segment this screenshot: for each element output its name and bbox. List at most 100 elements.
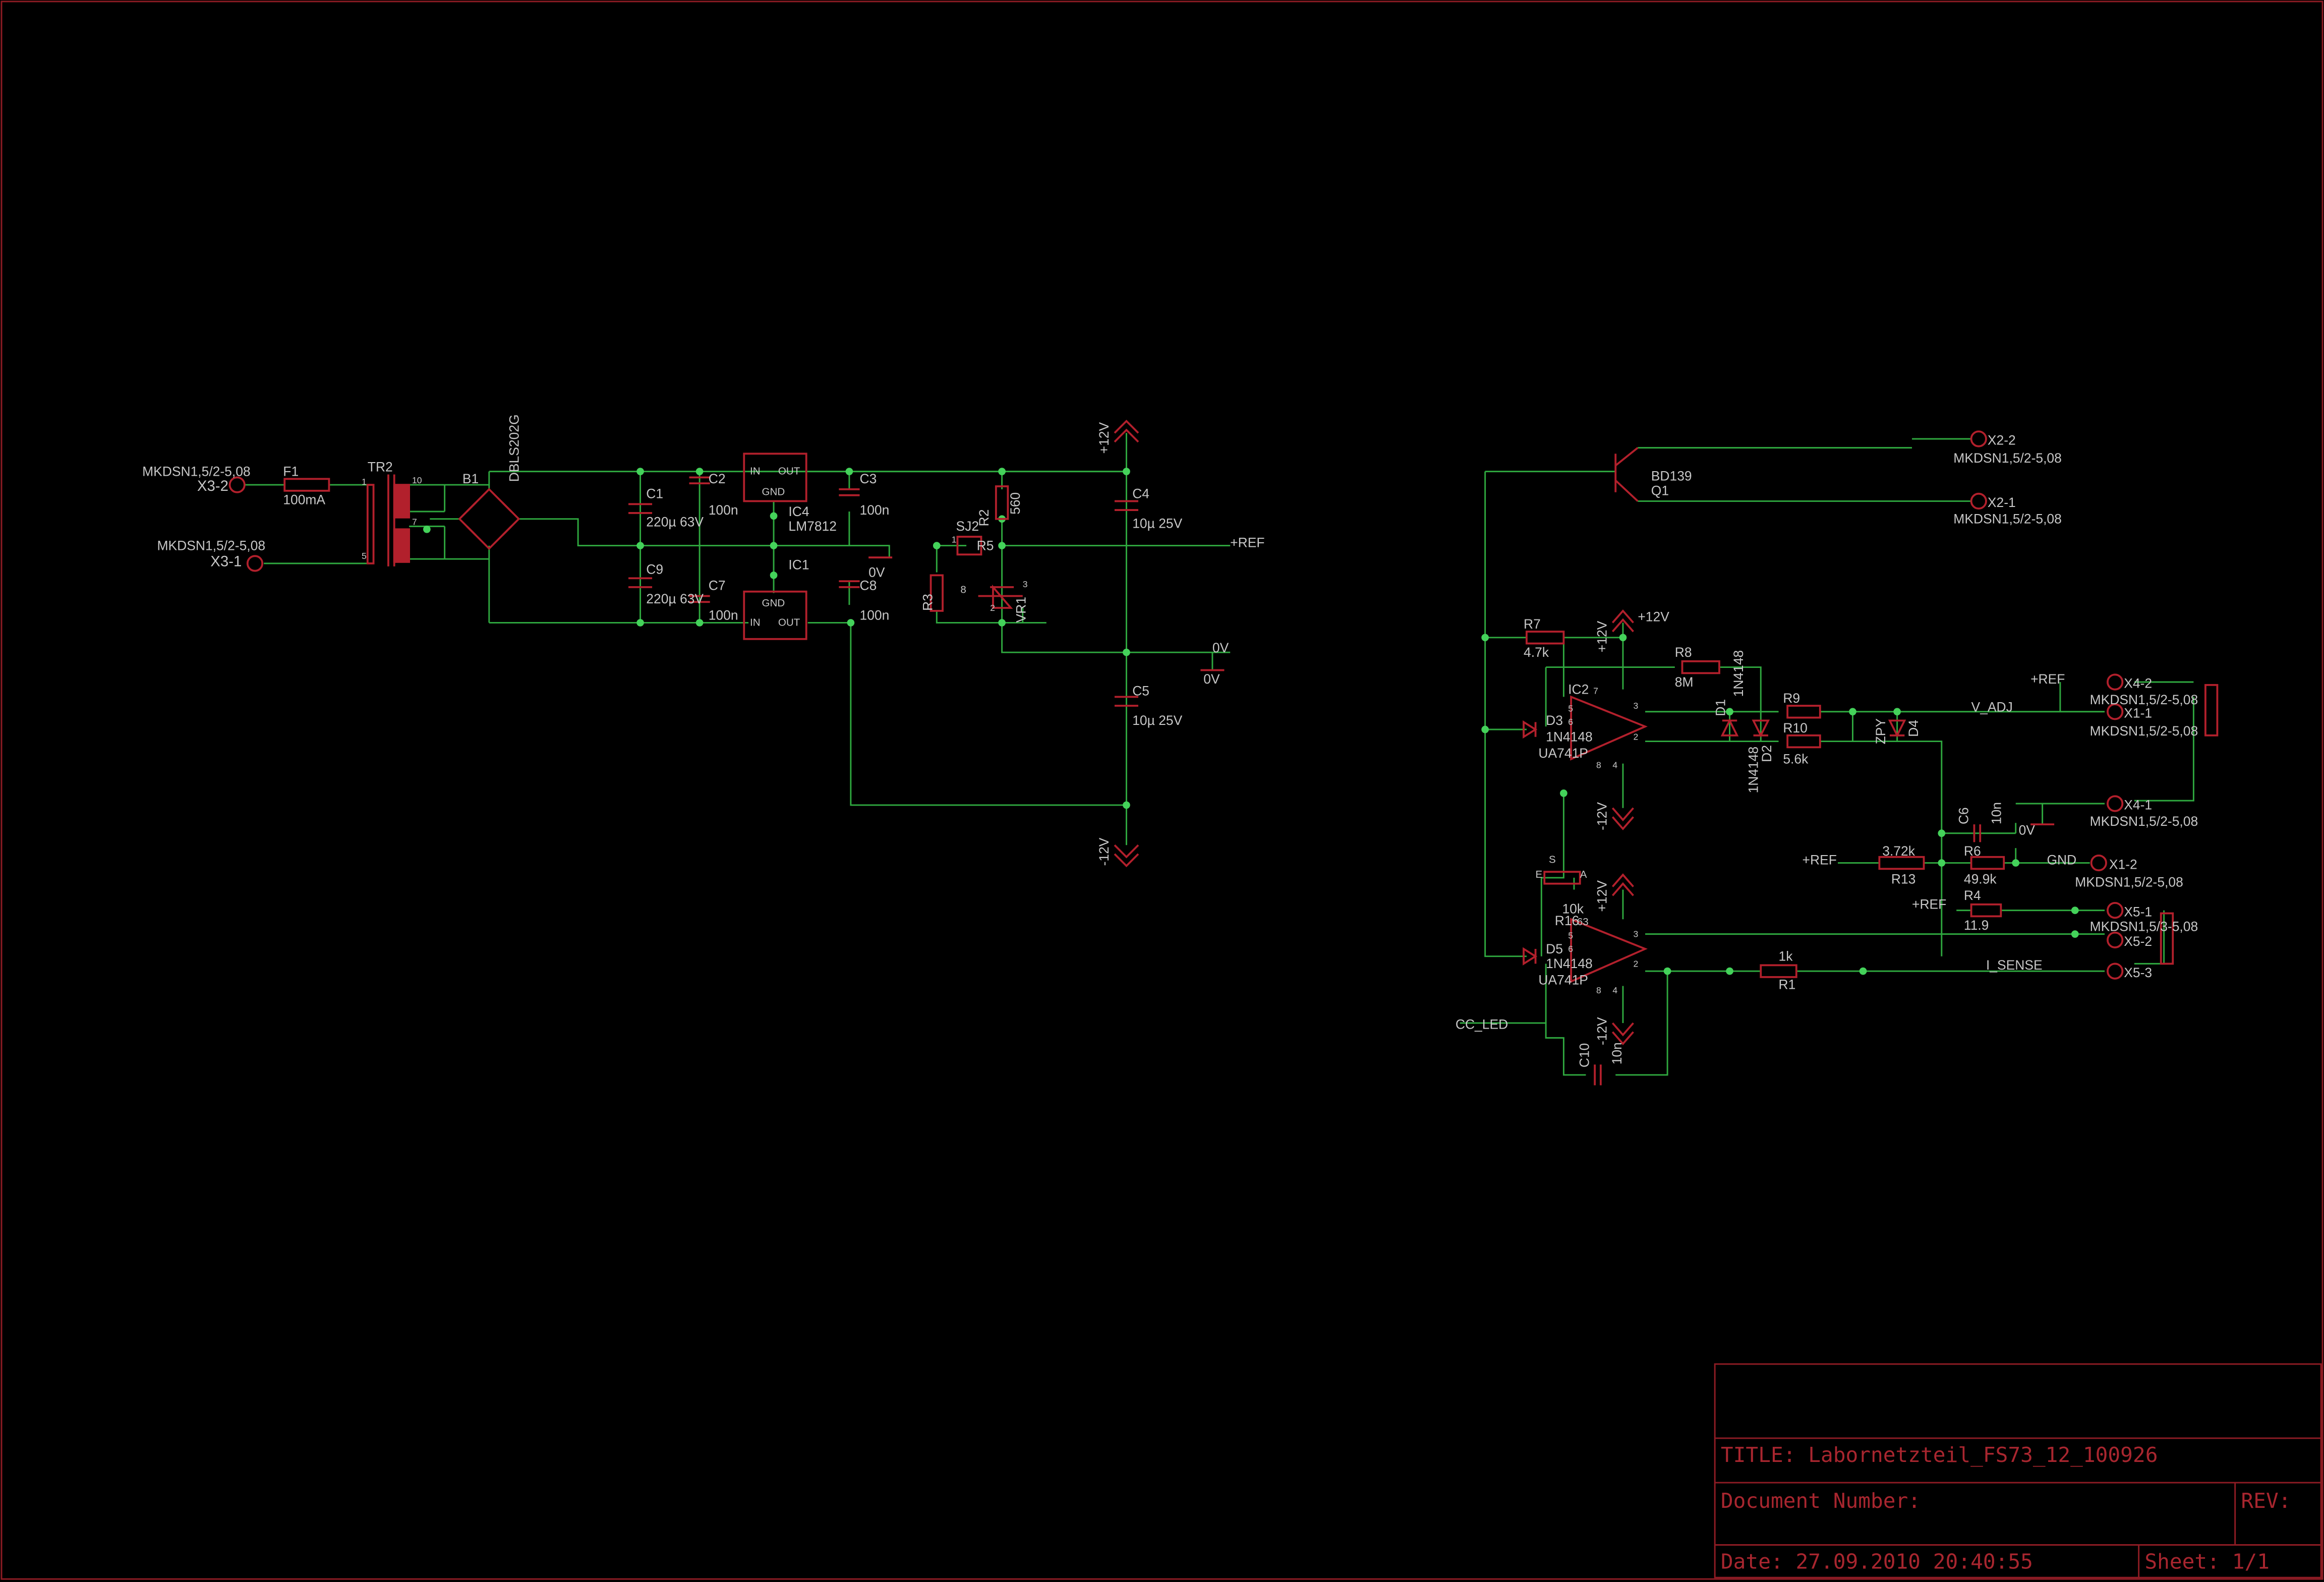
power-section-labels: MKDSN1,5/2-5,08 X3-2 MKDSN1,5/2-5,08 X3-… xyxy=(142,414,1264,866)
r3-label: R3 xyxy=(920,594,935,611)
x4-1-part: MKDSN1,5/2-5,08 xyxy=(2090,814,2198,829)
c10-value: 10n xyxy=(1609,1042,1624,1064)
r13-value: 3.72k xyxy=(1882,843,1915,859)
tr2-label: TR2 xyxy=(368,460,393,475)
zpy-label: ZPY xyxy=(1873,718,1888,745)
c4-value: 10µ 25V xyxy=(1132,516,1182,531)
r1-label: R1 xyxy=(1779,977,1796,992)
ic3-pin2: 2 xyxy=(1634,958,1639,969)
x2-1-part: MKDSN1,5/2-5,08 xyxy=(1953,511,2062,526)
tr2-pin7: 7 xyxy=(412,517,417,527)
r16-s: S xyxy=(1549,854,1556,866)
junctions xyxy=(423,468,2079,975)
control-section-labels: BD139 Q1 X2-2 MKDSN1,5/2-5,08 X2-1 MKDSN… xyxy=(1456,433,2198,1067)
r7-value: 4.7k xyxy=(1524,645,1549,660)
ic1-gnd: GND xyxy=(762,597,785,609)
c4-label: C4 xyxy=(1132,486,1149,501)
ov-label-1: 0V xyxy=(1212,640,1229,655)
c6-label: C6 xyxy=(1956,807,1971,824)
d3-part: 1N4148 xyxy=(1546,729,1593,745)
ref-label-r4: +REF xyxy=(1912,897,1946,912)
d2-label: D2 xyxy=(1759,745,1774,762)
i-sense-label: I_SENSE xyxy=(1986,957,2043,973)
ref-label-r13: +REF xyxy=(1803,852,1837,867)
date-field: Date: 27.09.2010 20:40:55 xyxy=(1721,1550,2033,1574)
x2-2-label: X2-2 xyxy=(1988,433,2016,448)
ic2-pin6: 6 xyxy=(1568,717,1573,727)
r7-label: R7 xyxy=(1524,616,1541,632)
ov-label-2: 0V xyxy=(1203,671,1220,687)
ic2-pin8: 8 xyxy=(1596,760,1601,770)
r10-value: 5.6k xyxy=(1783,752,1809,767)
r16-e: E xyxy=(1536,869,1543,880)
d2-part: 1N4148 xyxy=(1746,747,1761,794)
d5-part: 1N4148 xyxy=(1546,956,1593,971)
ic3-pin3: 3 xyxy=(1634,929,1639,939)
r16-value: 10k xyxy=(1562,901,1584,916)
b1-label: B1 xyxy=(462,471,479,486)
x2-2-part: MKDSN1,5/2-5,08 xyxy=(1953,450,2062,466)
q1-part: BD139 xyxy=(1651,468,1692,483)
ov-label-c6: 0V xyxy=(2019,823,2036,838)
rev-field: REV: xyxy=(2241,1489,2291,1513)
c10-label: C10 xyxy=(1577,1043,1592,1068)
c2-value: 100n xyxy=(709,502,738,518)
x5-1-part: MKDSN1,5/3-5,08 xyxy=(2090,919,2198,934)
x5-3-label: X5-3 xyxy=(2124,965,2152,980)
r2-label: R2 xyxy=(976,510,992,527)
r2-value: 560 xyxy=(1008,492,1023,515)
x1-2-label: X1-2 xyxy=(2109,857,2137,872)
c1-label: C1 xyxy=(646,486,663,501)
c3-value: 100n xyxy=(859,502,889,518)
r1-value: 1k xyxy=(1779,949,1793,964)
ic3-p12v: +12V xyxy=(1595,880,1610,912)
p12v-label: +12V xyxy=(1096,422,1112,454)
v-adj-label: V_ADJ xyxy=(1971,700,2013,715)
ic2-p12v: +12V xyxy=(1638,609,1669,624)
x1-2-part: MKDSN1,5/2-5,08 xyxy=(2075,875,2183,890)
ref-label: +REF xyxy=(1230,535,1264,550)
x2-1-label: X2-1 xyxy=(1988,495,2016,510)
d4-label: D4 xyxy=(1906,720,1921,737)
document-number-field: Document Number: xyxy=(1721,1489,1921,1513)
ic2-pin7: 7 xyxy=(1593,686,1598,696)
x3-1-part: MKDSN1,5/2-5,08 xyxy=(157,538,266,553)
x3-2-label: X3-2 xyxy=(197,478,228,494)
f1-label: F1 xyxy=(283,464,299,479)
x3-1-label: X3-1 xyxy=(210,553,242,570)
ic2-m12v: -12V xyxy=(1595,802,1610,830)
vr1-label: VR1 xyxy=(1014,597,1029,623)
ic2-pin4: 4 xyxy=(1612,760,1617,770)
x5-1-label: X5-1 xyxy=(2124,904,2152,919)
c9-value: 220µ 63V xyxy=(646,591,704,606)
d1-part: 1N4148 xyxy=(1731,650,1746,697)
sj2-pin1: 1 xyxy=(952,535,957,545)
vr1-pin2: 2 xyxy=(990,603,995,613)
r6-value: 49.9k xyxy=(1964,872,1997,887)
wires xyxy=(244,433,2194,1076)
r4-label: R4 xyxy=(1964,888,1981,903)
x4-2-part: MKDSN1,5/2-5,08 xyxy=(2090,692,2198,707)
c7-value: 100n xyxy=(709,608,738,623)
r8-value: 8M xyxy=(1675,674,1694,690)
ic4-in: IN xyxy=(750,466,761,477)
ic3-part: UA741P xyxy=(1538,973,1588,988)
r6-label: R6 xyxy=(1964,843,1981,859)
sj2-label: SJ2 xyxy=(956,519,979,534)
b1-value: DBLS202G xyxy=(507,414,522,482)
title-field: TITLE: Labornetzteil_FS73_12_100926 xyxy=(1721,1443,2158,1467)
ic3-pin8: 8 xyxy=(1596,985,1601,995)
gnd-label: GND xyxy=(2047,852,2076,867)
q1-label: Q1 xyxy=(1651,483,1669,498)
d1-label: D1 xyxy=(1713,699,1728,716)
ic4-out: OUT xyxy=(778,466,800,477)
ic2-pin2: 2 xyxy=(1634,732,1639,742)
c1-value: 220µ 63V xyxy=(646,514,704,529)
ic4-value: LM7812 xyxy=(788,519,837,534)
x1-1-label: X1-1 xyxy=(2124,706,2152,721)
c3-label: C3 xyxy=(859,471,877,486)
r5-label: R5 xyxy=(977,538,994,553)
cc-led-label: CC_LED xyxy=(1456,1017,1508,1032)
